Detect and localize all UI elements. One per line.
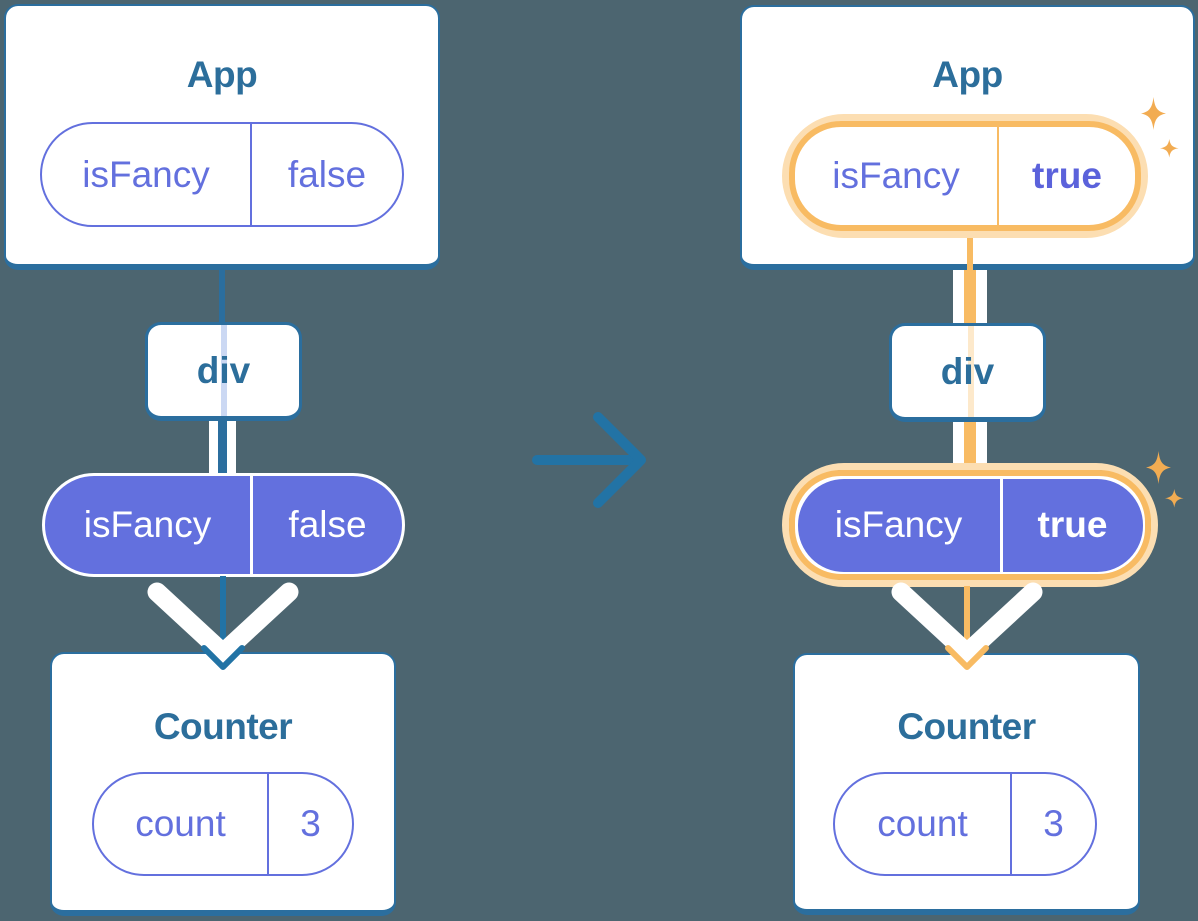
component-title: Counter xyxy=(897,706,1036,747)
component-title: App xyxy=(186,54,258,95)
flow-arrowhead xyxy=(945,645,989,670)
after-prop-pipe-center xyxy=(964,418,976,473)
before-app-div-connector-line xyxy=(219,264,225,324)
prop-value-cell: true xyxy=(997,127,1135,225)
transition-right-arrow-icon xyxy=(532,412,646,508)
before-props-flow-arrow xyxy=(147,576,299,670)
flow-chevron xyxy=(147,582,299,663)
after-prop-pipe-right xyxy=(976,418,987,473)
state-value-cell: 3 xyxy=(267,774,352,874)
pass-through-line xyxy=(967,326,974,417)
div-label: div xyxy=(940,350,995,392)
prop-name-cell: isFancy xyxy=(832,155,960,196)
state-value-cell: 3 xyxy=(1010,774,1095,874)
prop-value-cell: true xyxy=(999,478,1143,572)
after-div-box: div xyxy=(889,323,1046,422)
pass-through-line xyxy=(220,325,227,416)
after-app-props-pill-highlighted: isFancy true xyxy=(782,114,1148,238)
after-prop-pipe-right xyxy=(976,266,987,326)
after-counter-state-pill: count 3 xyxy=(833,772,1097,876)
prop-name-cell: isFancy xyxy=(83,504,212,545)
sparkle-icon xyxy=(1141,97,1179,158)
before-passed-prop-pill: isFancy false xyxy=(42,473,405,577)
before-prop-pipe-left xyxy=(209,416,218,476)
state-name-cell: count xyxy=(135,803,226,844)
after-prop-pipe-left xyxy=(953,266,964,326)
before-app-props-pill: isFancy false xyxy=(40,122,404,227)
prop-value-cell: false xyxy=(250,124,402,225)
before-div-box: div xyxy=(145,322,302,421)
flow-arrowhead xyxy=(201,645,245,670)
state-name-cell: count xyxy=(877,803,968,844)
prop-name-cell: isFancy xyxy=(834,504,963,545)
div-label: div xyxy=(196,349,251,391)
prop-name-cell: isFancy xyxy=(82,153,210,195)
before-prop-pipe-right xyxy=(227,416,236,476)
after-prop-pipe-center xyxy=(964,266,976,326)
prop-value-cell: false xyxy=(250,476,402,574)
after-app-prop-line xyxy=(967,234,973,270)
after-passed-prop-pill-highlighted: isFancy true xyxy=(782,463,1158,587)
component-title: App xyxy=(932,54,1003,95)
after-props-flow-arrow xyxy=(891,582,1043,670)
after-prop-pipe-left xyxy=(953,418,964,473)
before-counter-state-pill: count 3 xyxy=(92,772,354,876)
component-title: Counter xyxy=(153,706,293,747)
sparkle-icon xyxy=(1146,451,1184,508)
before-prop-pipe-center xyxy=(218,416,227,476)
flow-chevron xyxy=(891,582,1043,663)
